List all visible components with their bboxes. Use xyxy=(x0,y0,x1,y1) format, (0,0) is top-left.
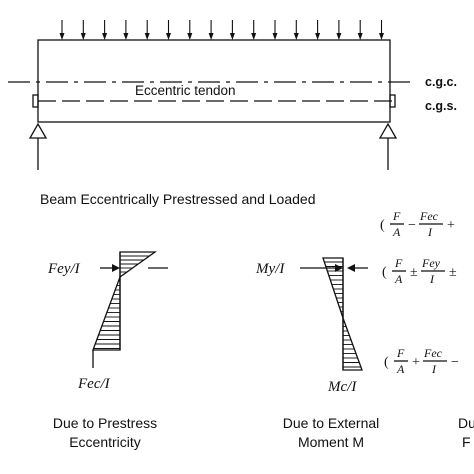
eq1-F: F xyxy=(392,209,401,223)
equation-row-3: ( F A + Fec I − xyxy=(384,346,459,376)
eq3-tail: − xyxy=(451,355,459,370)
tendon-label: Eccentric tendon xyxy=(135,83,236,98)
moment-top-triangle xyxy=(322,257,344,319)
eq2-I: I xyxy=(429,272,435,286)
moment-left-arrow-icon xyxy=(335,264,343,272)
beam-outline xyxy=(37,39,391,123)
load-arrow-icon xyxy=(229,33,235,40)
load-arrow-icon xyxy=(123,33,129,40)
prestress-top-arrow-icon xyxy=(112,264,120,272)
load-arrow-icon xyxy=(59,33,65,40)
moment-bottom-triangle xyxy=(342,317,363,371)
load-arrow-icon xyxy=(357,33,363,40)
prestress-top-triangle xyxy=(119,251,158,279)
load-arrow-icon xyxy=(272,33,278,40)
load-arrow-icon xyxy=(166,33,171,40)
combined-stress-column: Du F ( F A − Fec I + ( F A ± Fey I ± xyxy=(380,209,474,450)
load-arrow-icon xyxy=(293,33,299,40)
moment-caption-line2: Moment M xyxy=(298,434,364,450)
load-arrow-icon xyxy=(187,33,193,40)
eq3-paren: ( xyxy=(384,355,389,370)
eq2-op: ± xyxy=(410,265,418,280)
left-anchor-plate xyxy=(32,94,39,108)
moment-stress-diagram: My/I Mc/I Due to External Moment M xyxy=(255,257,380,450)
eq3-op: + xyxy=(412,355,420,370)
load-arrow-icon xyxy=(251,33,257,40)
cgc-label: c.g.c. xyxy=(425,75,457,89)
eq1-Fec: Fec xyxy=(419,209,439,223)
eq1-op: − xyxy=(408,218,416,233)
right-anchor-plate xyxy=(389,94,396,108)
combined-caption-line2: F xyxy=(462,434,471,450)
distributed-load-arrows xyxy=(59,20,384,40)
left-support-icon xyxy=(28,122,48,139)
eq1-tail: + xyxy=(447,218,455,233)
right-support-icon xyxy=(378,122,398,139)
load-arrow-icon xyxy=(80,33,86,40)
moment-bottom-label: Mc/I xyxy=(327,379,357,395)
eq1-paren: ( xyxy=(380,218,385,233)
load-arrow-icon xyxy=(336,33,342,40)
beam-elevation: Eccentric tendon c.g.c. c.g.s. Beam Ecce… xyxy=(8,20,457,207)
eq2-F: F xyxy=(394,256,403,270)
prestress-hatching xyxy=(93,255,150,349)
prestress-caption-line1: Due to Prestress xyxy=(53,415,157,431)
combined-caption-line1: Du xyxy=(458,415,474,431)
eq2-Fey: Fey xyxy=(421,256,441,270)
cgs-label: c.g.s. xyxy=(425,99,457,113)
eq2-tail: ± xyxy=(449,265,457,280)
eq1-I: I xyxy=(427,225,433,239)
eq2-paren: ( xyxy=(382,265,387,280)
load-arrow-icon xyxy=(315,33,321,40)
prestress-top-label: Fey/I xyxy=(47,261,81,277)
prestress-bottom-triangle xyxy=(92,276,121,351)
moment-hatching xyxy=(324,261,361,368)
eq2-A: A xyxy=(394,272,403,286)
equation-row-2: ( F A ± Fey I ± xyxy=(382,256,457,286)
prestress-bottom-label: Fec/I xyxy=(77,376,111,392)
eq3-Fec: Fec xyxy=(423,346,443,360)
load-arrow-icon xyxy=(379,33,384,40)
prestress-caption-line2: Eccentricity xyxy=(69,434,141,450)
eq3-F: F xyxy=(396,346,405,360)
eq3-A: A xyxy=(396,362,405,376)
prestress-stress-diagram: Fey/I Fec/I Due to Prestress Eccentricit… xyxy=(47,251,168,450)
load-arrow-icon xyxy=(144,33,150,40)
load-arrow-icon xyxy=(102,33,108,40)
moment-right-arrow-icon xyxy=(347,264,355,272)
moment-caption-line1: Due to External xyxy=(283,415,380,431)
eq1-A: A xyxy=(392,225,401,239)
eq3-I: I xyxy=(431,362,437,376)
load-arrow-icon xyxy=(208,33,214,40)
moment-top-label: My/I xyxy=(255,261,285,277)
beam-caption: Beam Eccentrically Prestressed and Loade… xyxy=(40,191,315,207)
equation-row-1: ( F A − Fec I + xyxy=(380,209,455,239)
